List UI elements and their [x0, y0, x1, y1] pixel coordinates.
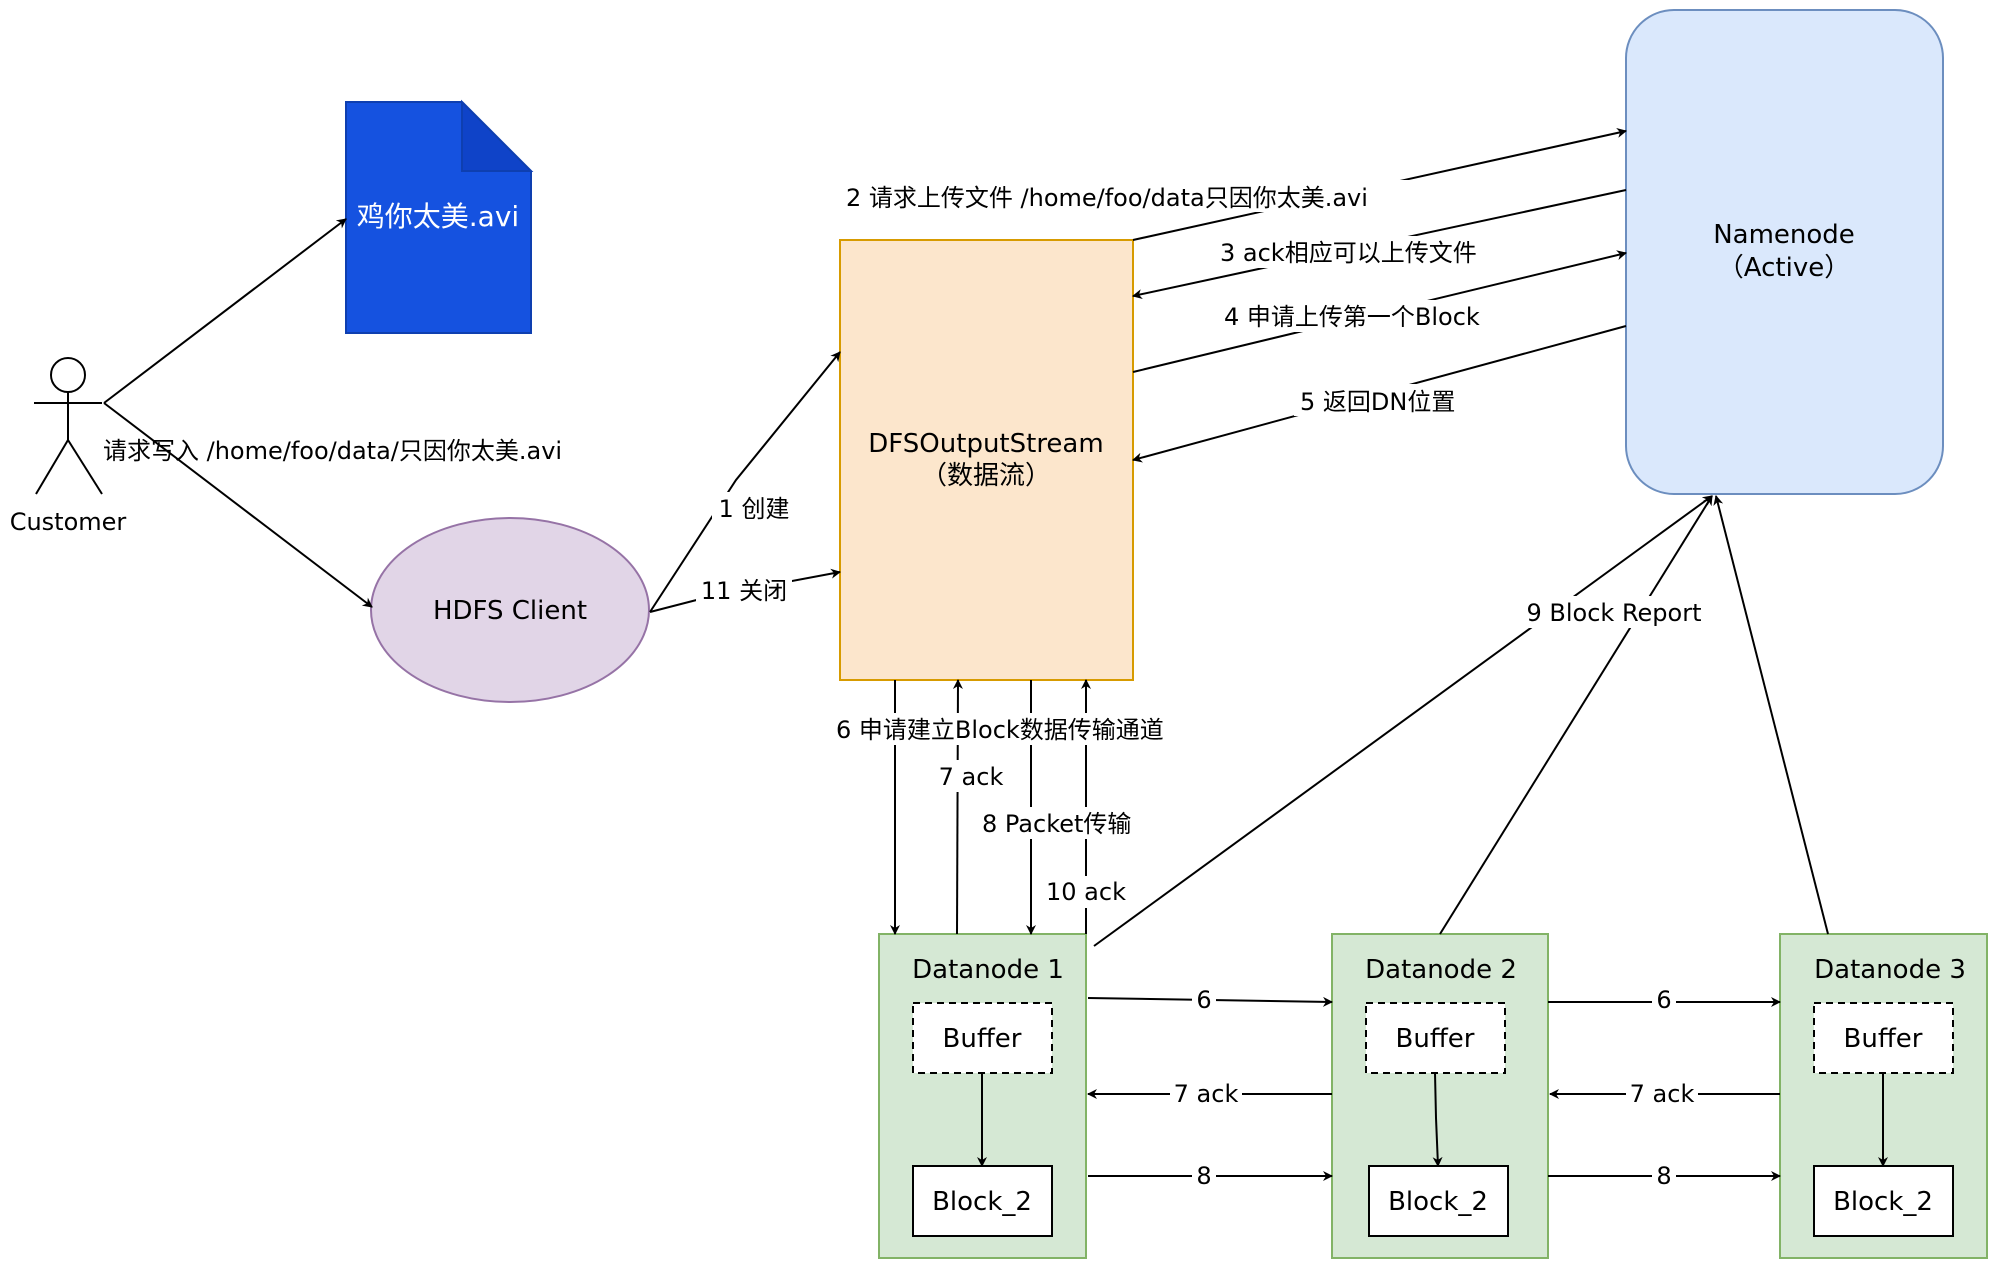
file-document[interactable] — [345, 99, 534, 334]
edge-label-ack7: 7 ack — [939, 763, 1004, 791]
datanode-2-title: Datanode 2 — [1365, 955, 1517, 985]
namenode-label-line2: （Active） — [1718, 253, 1850, 283]
datanode-1-buffer-label: Buffer — [943, 1024, 1022, 1054]
customer-label: Customer — [10, 508, 127, 536]
edge-label-write-request: 请求写入 /home/foo/data/只因你太美.avi — [103, 437, 562, 465]
datanode-3-block-label: Block_2 — [1833, 1187, 1933, 1217]
edge-label-pipe8-a: 8 — [1196, 1162, 1211, 1190]
edge-dn2-buffer-to-block — [1432, 1072, 1443, 1167]
dfs-output-stream-node[interactable] — [839, 239, 1134, 681]
datanode-1-block-label: Block_2 — [932, 1187, 1032, 1217]
namenode-node[interactable] — [1625, 9, 1944, 495]
datanode-2-block-label: Block_2 — [1388, 1187, 1488, 1217]
hdfs-client-node[interactable] — [370, 517, 650, 703]
edge-block-report-dn3 — [1713, 495, 1829, 935]
edge-client-create — [649, 351, 841, 613]
datanode-3-block — [1813, 1165, 1954, 1237]
edge-label-pipe8-b: 8 — [1656, 1162, 1671, 1190]
edge-label-request-block: 4 申请上传第一个Block — [1224, 303, 1480, 331]
edge-label-ack10: 10 ack — [1046, 878, 1126, 906]
datanode-2-block — [1368, 1165, 1509, 1237]
datanode-3[interactable] — [1779, 933, 1988, 1259]
datanode-2[interactable] — [1331, 933, 1549, 1259]
edge-label-block-report: 9 Block Report — [1527, 599, 1702, 627]
edge-label-pipe6-a: 6 — [1196, 986, 1211, 1014]
edge-block-report-dn2 — [1439, 495, 1713, 935]
edge-label-pipe7-b: 7 ack — [1630, 1080, 1695, 1108]
datanode-3-buffer — [1813, 1002, 1954, 1074]
edge-customer-to-file — [103, 218, 347, 404]
edge-customer-to-client — [103, 402, 373, 608]
edge-label-create: 1 创建 — [719, 495, 790, 523]
datanode-1-buffer — [912, 1002, 1053, 1074]
edge-label-pipe6-b: 6 — [1656, 986, 1671, 1014]
edge-label-ack-upload: 3 ack相应可以上传文件 — [1220, 239, 1477, 267]
file-name-label: 鸡你太美.avi — [357, 200, 519, 233]
hdfs-client-label: HDFS Client — [433, 596, 587, 626]
datanode-1-title: Datanode 1 — [912, 955, 1064, 985]
edge-label-close: 11 关闭 — [701, 577, 787, 605]
namenode-label-line1: Namenode — [1713, 220, 1855, 250]
edge-label-build-pipeline: 6 申请建立Block数据传输通道 — [836, 716, 1164, 744]
stream-label-line1: DFSOutputStream — [868, 429, 1103, 459]
edge-label-packet: 8 Packet传输 — [982, 810, 1131, 838]
stream-label-line2: （数据流） — [921, 461, 1051, 491]
datanode-3-buffer-label: Buffer — [1844, 1024, 1923, 1054]
edge-label-upload-request: 2 请求上传文件 /home/foo/data只因你太美.avi — [846, 184, 1368, 212]
datanode-2-buffer-label: Buffer — [1396, 1024, 1475, 1054]
datanode-3-title: Datanode 3 — [1814, 955, 1966, 985]
edge-block-report-dn1 — [1093, 495, 1713, 947]
edge-label-pipe7-a: 7 ack — [1174, 1080, 1239, 1108]
edge-label-return-dn: 5 返回DN位置 — [1300, 388, 1455, 416]
customer-actor[interactable] — [34, 357, 103, 495]
